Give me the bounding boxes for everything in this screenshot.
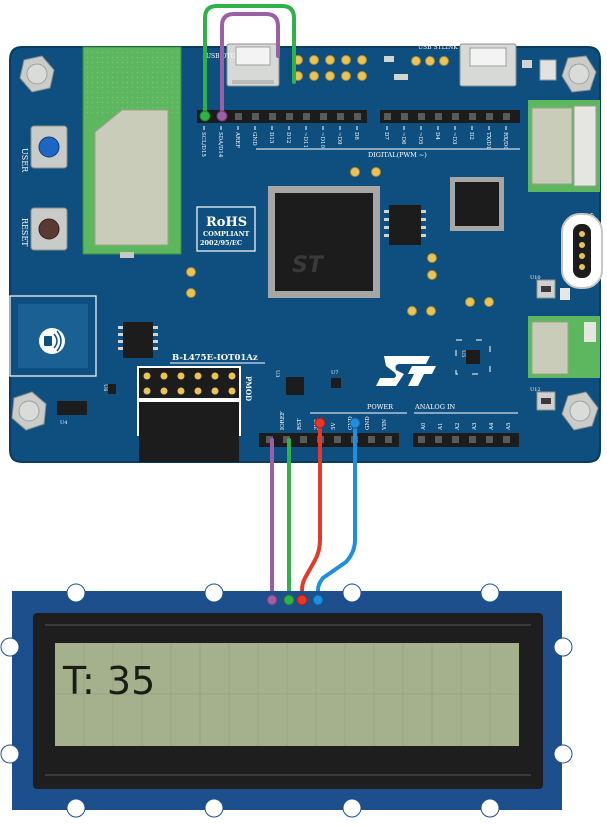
sub-ghz-module [528, 316, 600, 378]
digital-label: DIGITAL(PWM ~) [368, 151, 427, 159]
pin-label-d12: D12 [285, 132, 291, 143]
st-logo-icon: ST [292, 253, 325, 278]
u12-sensor [536, 391, 556, 411]
wifi-module [82, 46, 182, 258]
lcd-text: T: 35 [62, 659, 155, 703]
pmod-header [137, 366, 241, 462]
pin-label-rst: RST [297, 418, 303, 430]
pin-label-gnd: GND [251, 132, 257, 146]
wire-green-scl[interactable] [203, 4, 296, 118]
pin-label-a1: A1 [438, 423, 444, 431]
pin-label-a0: A0 [421, 422, 427, 431]
reset-button-label: RESET [20, 218, 29, 247]
u5-sensor [455, 339, 491, 375]
u5-label: U5 [460, 350, 466, 357]
wire-red-3v3[interactable] [300, 421, 322, 602]
header-power [259, 433, 399, 447]
lcd-module: T: 35 [0, 583, 573, 818]
chip-u-left [123, 322, 153, 358]
pin-label-d2: D2 [468, 132, 474, 140]
u4-label: U4 [60, 420, 67, 426]
lcd-pins [266, 594, 324, 606]
pin-label-5v: 5V [331, 422, 337, 430]
u7-label: U7 [331, 370, 338, 376]
pin-label-vin: VIN [382, 419, 388, 431]
pin-label-d4: D4 [434, 132, 440, 140]
reset-button[interactable] [30, 207, 68, 251]
pin-label-a3: A3 [472, 422, 478, 431]
u3-label: U3 [274, 370, 280, 377]
pin-label-d7: D7 [383, 132, 389, 140]
wires [203, 4, 357, 602]
user-button-label: USER [20, 148, 29, 173]
svg-text:2002/95/EC: 2002/95/EC [200, 239, 242, 247]
nfc-icon [39, 328, 65, 354]
pin-label-d5: ~D5 [417, 132, 423, 145]
svg-text:RoHS: RoHS [206, 215, 247, 230]
chip-flash [384, 205, 426, 245]
analog-label: ANALOG IN [414, 403, 456, 411]
pin-label-a5: A5 [506, 422, 512, 431]
u3-sensor [286, 377, 304, 395]
nfc-area [9, 295, 97, 377]
usb-stlink-label: USB STLINK [418, 44, 458, 51]
stlink-mcu [450, 177, 504, 231]
u4-chip [57, 401, 87, 415]
pin-label-a4: A4 [489, 422, 495, 431]
pin-label-d10: ~D10 [319, 132, 325, 149]
pin-label-sda: SDA/D14 [217, 132, 223, 158]
usb-stlink-connector [459, 43, 517, 87]
stlink-pads [411, 56, 449, 66]
mounting-hole-icon [19, 55, 55, 93]
mounting-hole-icon [11, 391, 47, 431]
pin-label-a2: A2 [455, 423, 461, 431]
pin-label-d11: ~D11 [302, 132, 308, 148]
usb-otg-connector [226, 43, 280, 87]
cn9-connector [561, 213, 603, 289]
mounting-hole-icon [561, 55, 597, 93]
svg-text:COMPLIANT: COMPLIANT [203, 230, 250, 238]
st-logo-icon [376, 356, 436, 386]
wire-endpoints [199, 110, 361, 429]
pin-label-ioref: IOREF [280, 411, 286, 430]
user-button[interactable] [30, 125, 68, 169]
main-mcu: ST [268, 186, 380, 298]
mounting-hole-icon [561, 391, 599, 431]
pin-label-d8: D8 [353, 132, 359, 140]
header-analog [413, 433, 519, 447]
pin-label-d1: TX/D1 [485, 132, 491, 149]
wire-blue-gnd[interactable] [316, 421, 357, 602]
u10-sensor [536, 279, 570, 300]
pin-label-d13: D13 [268, 132, 274, 144]
pin-label-d9: ~D9 [336, 132, 342, 145]
pin-label-scl: SCL/D15 [200, 132, 206, 157]
pin-label-d0: RX/D0 [502, 132, 508, 150]
cn9-label: CN9 [588, 213, 594, 224]
pin-label-d6: ~D6 [400, 132, 406, 145]
ble-module [528, 100, 600, 192]
u10-label: U10 [530, 275, 541, 281]
pmod-label: PMOD [244, 376, 253, 401]
power-label: POWER [367, 403, 394, 411]
header-digital-right [380, 110, 520, 123]
rohs-badge: RoHS COMPLIANT 2002/95/EC [196, 206, 256, 252]
wire-purple-sda[interactable] [220, 12, 280, 118]
pin-label-aref: AREF [234, 131, 240, 148]
pin-label-d3: ~D3 [451, 132, 457, 145]
pin-label-gnd-2: GND [365, 416, 371, 430]
u12-label: U12 [530, 387, 541, 393]
board-name-label: B-L475E-IOT01Az [172, 353, 258, 363]
u6-label: U6 [102, 384, 108, 391]
iot-board: USB OTG USB STLINK USER RESET [9, 43, 603, 463]
